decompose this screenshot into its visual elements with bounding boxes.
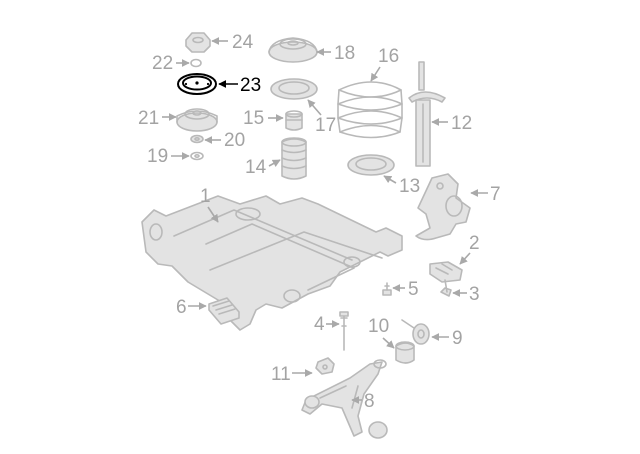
callout-23[interactable]: 23 <box>218 75 261 96</box>
callout-1[interactable]: 1 <box>200 186 219 223</box>
svg-text:16: 16 <box>378 46 399 67</box>
callout-5[interactable]: 5 <box>392 279 419 300</box>
svg-text:1: 1 <box>200 186 211 207</box>
part-13-lower-spring-pad[interactable] <box>347 154 395 176</box>
part-18-upper-spring-seat[interactable] <box>268 37 318 63</box>
callout-7[interactable]: 7 <box>470 184 501 205</box>
part-9-bushing[interactable] <box>401 319 430 345</box>
svg-text:18: 18 <box>334 43 355 64</box>
callout-17[interactable]: 17 <box>307 99 336 136</box>
svg-text:3: 3 <box>469 284 480 305</box>
callout-20[interactable]: 20 <box>204 130 245 151</box>
callout-11[interactable]: 11 <box>271 364 313 385</box>
svg-text:8: 8 <box>364 391 375 412</box>
svg-text:9: 9 <box>452 328 463 349</box>
part-17-spring-pad[interactable] <box>270 78 318 100</box>
svg-text:23: 23 <box>240 75 261 96</box>
part-12-strut[interactable] <box>408 61 446 167</box>
svg-text:22: 22 <box>152 53 173 74</box>
svg-text:15: 15 <box>243 108 264 129</box>
part-15-bump-stop[interactable] <box>285 110 303 131</box>
part-11-small-bracket[interactable] <box>315 357 335 375</box>
svg-text:6: 6 <box>176 297 187 318</box>
part-21-strut-mount[interactable] <box>176 108 218 132</box>
svg-text:5: 5 <box>408 279 419 300</box>
callout-10[interactable]: 10 <box>368 316 395 349</box>
callout-13[interactable]: 13 <box>383 175 420 197</box>
svg-text:2: 2 <box>469 233 480 254</box>
callout-19[interactable]: 19 <box>147 146 190 167</box>
part-4-long-bolt[interactable] <box>339 311 349 351</box>
part-5-bolt[interactable] <box>382 282 392 296</box>
part-10-bushing[interactable] <box>395 341 415 364</box>
svg-text:4: 4 <box>314 314 325 335</box>
callout-2[interactable]: 2 <box>459 233 480 265</box>
part-24-top-nut[interactable] <box>185 32 211 53</box>
callout-4[interactable]: 4 <box>314 314 340 335</box>
part-23-mount-plate[interactable] <box>177 73 217 95</box>
part-20-nut[interactable] <box>190 134 204 144</box>
svg-text:19: 19 <box>147 146 168 167</box>
svg-text:12: 12 <box>451 113 472 134</box>
svg-text:17: 17 <box>315 115 336 136</box>
part-8-control-arm[interactable] <box>301 359 388 439</box>
part-14-dust-boot[interactable] <box>281 137 307 180</box>
callout-8[interactable]: 8 <box>351 391 375 412</box>
callout-12[interactable]: 12 <box>431 113 472 134</box>
part-19-washer[interactable] <box>190 151 204 161</box>
callout-9[interactable]: 9 <box>431 328 463 349</box>
callout-15[interactable]: 15 <box>243 108 284 129</box>
callout-22[interactable]: 22 <box>152 53 190 74</box>
svg-text:20: 20 <box>224 130 245 151</box>
part-7-steering-knuckle[interactable] <box>415 173 471 241</box>
part-6-bushing-block[interactable] <box>208 297 240 325</box>
part-22-washer[interactable] <box>190 58 202 68</box>
callout-16[interactable]: 16 <box>370 46 399 82</box>
part-2-bracket[interactable] <box>429 261 463 283</box>
callout-3[interactable]: 3 <box>452 284 480 305</box>
part-16-coil-spring[interactable] <box>337 81 403 139</box>
callout-18[interactable]: 18 <box>316 43 355 64</box>
svg-text:13: 13 <box>399 176 420 197</box>
svg-text:11: 11 <box>271 364 291 385</box>
callout-14[interactable]: 14 <box>245 157 281 178</box>
svg-text:10: 10 <box>368 316 389 337</box>
svg-text:7: 7 <box>490 184 501 205</box>
svg-text:14: 14 <box>245 157 267 178</box>
callout-21[interactable]: 21 <box>138 108 177 129</box>
callout-24[interactable]: 24 <box>211 32 254 53</box>
callout-6[interactable]: 6 <box>176 297 207 318</box>
svg-text:21: 21 <box>138 108 159 129</box>
part-3-bolt[interactable] <box>440 279 452 297</box>
svg-text:24: 24 <box>232 32 254 53</box>
